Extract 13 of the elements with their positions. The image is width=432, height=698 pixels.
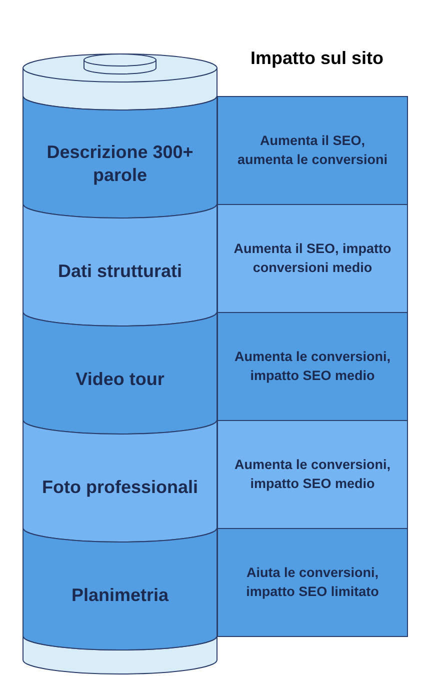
impact-text: Aumenta il SEO, aumenta le conversioni (236, 132, 389, 168)
impact-text: Aumenta le conversioni, impatto SEO medio (233, 348, 392, 385)
impact-text: Aumenta il SEO, impatto conversioni medio (232, 240, 392, 276)
impact-box (217, 420, 408, 529)
impact-text: Aiuta le conversioni, impatto SEO limitato (245, 564, 380, 601)
impact-box (217, 204, 408, 313)
segment-label: Planimetria (70, 584, 170, 608)
impact-box (217, 528, 408, 637)
title: Impatto sul sito (249, 48, 384, 69)
impact-text: Aumenta le conversioni, impatto SEO medio (233, 456, 392, 493)
impact-box (217, 96, 408, 205)
segment-label: Descrizione 300+ parole (46, 140, 194, 187)
impact-box (217, 312, 408, 421)
